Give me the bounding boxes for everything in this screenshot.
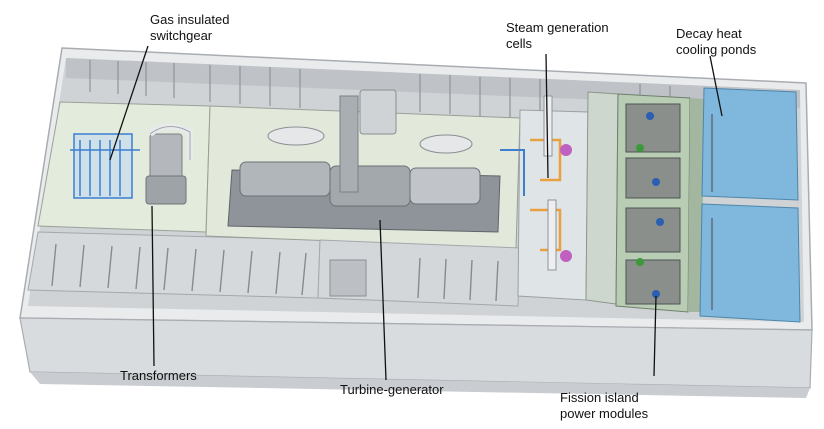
switchgear-unit <box>73 133 133 199</box>
label-steam-line2: cells <box>506 36 533 51</box>
lower-middle-bay <box>317 239 521 307</box>
label-decay-line2: cooling ponds <box>676 42 757 57</box>
label-turbine-line1: Turbine-generator <box>340 382 444 397</box>
label-gis-line2: switchgear <box>150 28 213 43</box>
leader-transformers <box>151 205 155 367</box>
module-cell-1 <box>625 103 681 153</box>
leader-lines <box>109 45 723 381</box>
leader-steam <box>545 53 549 179</box>
label-transformers-line1: Transformers <box>120 368 197 383</box>
label-decay-line1: Decay heat <box>676 26 742 41</box>
switchgear-bay <box>37 101 211 233</box>
label-gas-insulated-switchgear: Gas insulated switchgear <box>150 12 230 44</box>
label-gis-line1: Gas insulated <box>150 12 230 27</box>
hull-deck-band <box>30 372 810 398</box>
decay-heat-ponds <box>699 87 801 323</box>
condenser-tank <box>419 134 473 154</box>
module-cell-3 <box>625 207 681 253</box>
turbine-tank <box>267 126 325 146</box>
label-decay-heat-cooling-ponds: Decay heat cooling ponds <box>676 26 756 58</box>
module-cell-2 <box>625 157 681 199</box>
label-fission-island-power-modules: Fission island power modules <box>560 390 648 422</box>
leader-fission <box>653 295 657 377</box>
label-steam-line1: Steam generation <box>506 20 609 35</box>
fission-modules <box>615 93 704 313</box>
label-fission-line1: Fission island <box>560 390 639 405</box>
leader-gis <box>109 45 149 161</box>
lower-left-bay <box>27 231 321 299</box>
label-fission-line2: power modules <box>560 406 649 421</box>
label-transformers: Transformers <box>120 368 197 384</box>
leader-decay <box>709 55 723 117</box>
leader-turbine <box>379 219 387 381</box>
steam-generation-cells <box>500 91 619 305</box>
label-turbine-generator: Turbine-generator <box>340 382 444 398</box>
label-steam-generation-cells: Steam generation cells <box>506 20 609 52</box>
module-cell-4 <box>625 259 681 305</box>
